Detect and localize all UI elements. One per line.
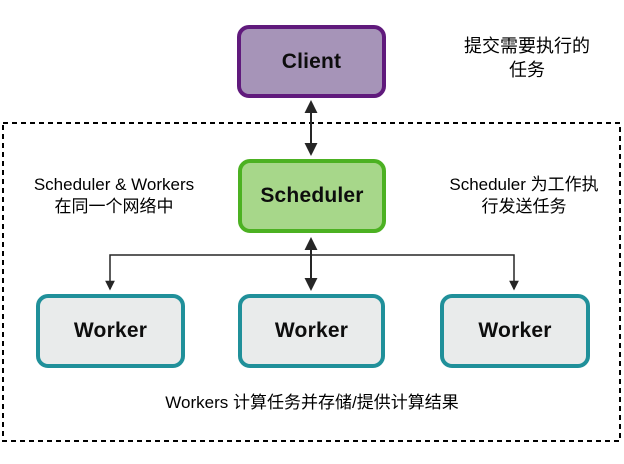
node-worker-3: Worker: [440, 294, 590, 368]
annotation-same-network: Scheduler & Workers 在同一个网络中: [19, 174, 209, 218]
node-scheduler-label: Scheduler: [260, 184, 364, 207]
annotation-line: Scheduler 为工作执: [449, 175, 599, 194]
node-client: Client: [237, 25, 386, 98]
annotation-line: 行发送任务: [481, 197, 567, 216]
annotation-workers-compute: Workers 计算任务并存储/提供计算结果: [97, 392, 527, 414]
node-worker-label: Worker: [274, 319, 349, 342]
annotation-line: 提交需要执行的: [464, 36, 590, 56]
annotation-line: 任务: [509, 60, 545, 80]
annotation-line: 在同一个网络中: [54, 197, 174, 216]
annotation-line: Scheduler & Workers: [33, 175, 195, 194]
annotation-scheduler-sends: Scheduler 为工作执 行发送任务: [429, 174, 619, 218]
node-worker-1: Worker: [36, 294, 185, 368]
node-client-label: Client: [281, 49, 342, 73]
node-scheduler: Scheduler: [238, 159, 386, 233]
connector-scheduler-side-workers: [105, 254, 519, 291]
node-worker-label: Worker: [478, 319, 552, 342]
annotation-line: Workers 计算任务并存储/提供计算结果: [165, 393, 459, 412]
annotation-submit-tasks: 提交需要执行的 任务: [432, 34, 622, 82]
node-worker-2: Worker: [238, 294, 385, 368]
node-worker-label: Worker: [73, 319, 148, 342]
